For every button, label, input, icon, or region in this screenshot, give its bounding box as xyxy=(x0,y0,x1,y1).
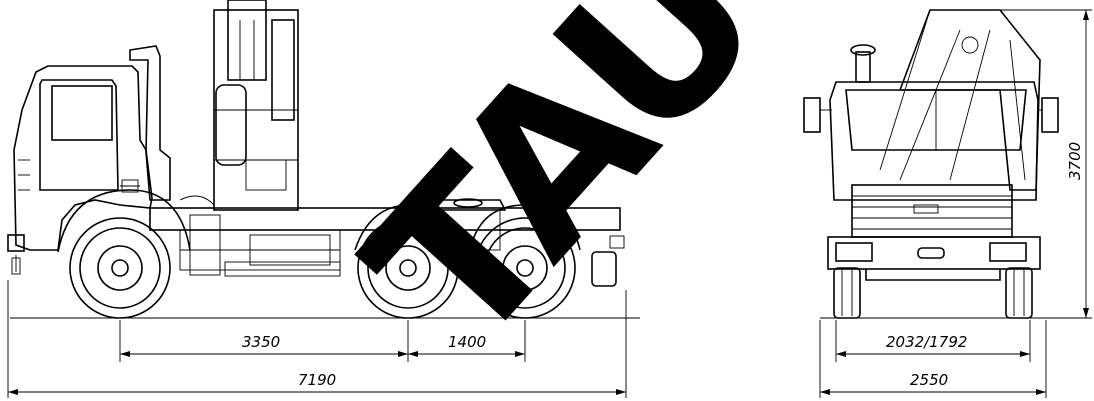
front-dimensions: 2032/1792 2550 3700 xyxy=(819,9,1092,398)
rear-light xyxy=(591,251,617,287)
rear-tire-1-inner xyxy=(367,227,449,309)
crane-pivot xyxy=(961,36,979,54)
dim-label-track: 2032/1792 xyxy=(886,333,967,351)
right-headlight xyxy=(989,242,1027,262)
crane-hose xyxy=(899,29,961,181)
cab-handle xyxy=(121,179,139,193)
rear-connector xyxy=(609,235,625,249)
fifth-wheel-center xyxy=(453,198,483,208)
crane-hose xyxy=(949,29,991,181)
rear-tire-2-inner xyxy=(484,227,566,309)
right-front-tire xyxy=(1005,267,1033,319)
rear-wheel-arch-1 xyxy=(354,204,463,251)
dim-label-overall-length: 7190 xyxy=(298,371,336,389)
front-hub xyxy=(111,259,129,277)
tow-point xyxy=(917,247,945,259)
rear-tire-2 xyxy=(474,217,576,319)
rear-wheel-arch-2 xyxy=(469,204,581,251)
rear-rim-1 xyxy=(385,245,431,291)
crane-cylinder xyxy=(215,84,247,166)
dim-label-overall-height: 3700 xyxy=(1066,142,1084,180)
front-wheel xyxy=(69,217,171,319)
dim-label-wheelbase-rear: 1400 xyxy=(448,333,486,351)
front-view-truck xyxy=(803,9,1059,319)
front-exhaust-cap xyxy=(850,44,876,56)
rear-wheel-2 xyxy=(474,217,576,319)
crane-boom xyxy=(227,0,267,81)
front-axle xyxy=(865,269,1001,281)
rear-rim-2 xyxy=(502,245,548,291)
front-windshield xyxy=(845,89,1027,151)
crane-arm xyxy=(271,19,295,121)
rear-wheel-1 xyxy=(357,217,459,319)
left-headlight xyxy=(835,242,873,262)
cab-window xyxy=(51,85,113,141)
dim-label-overall-width: 2550 xyxy=(910,371,948,389)
front-cab xyxy=(829,81,1039,201)
front-bumper xyxy=(7,234,25,252)
left-mirror xyxy=(803,97,821,133)
left-front-tire xyxy=(833,267,861,319)
front-rim xyxy=(97,245,143,291)
crane-controls xyxy=(245,159,287,191)
crane xyxy=(179,0,299,276)
chassis-frame xyxy=(149,207,621,231)
front-tire-inner xyxy=(79,227,161,309)
front-wheel-arch xyxy=(57,189,191,253)
crane-hose xyxy=(179,195,215,206)
right-mirror xyxy=(1041,97,1059,133)
mud-flap xyxy=(11,257,21,275)
badge xyxy=(913,204,939,214)
rear-hub-2 xyxy=(516,259,534,277)
crane-outrigger xyxy=(189,214,221,276)
air-intake-stack xyxy=(129,45,171,201)
front-bumper xyxy=(827,236,1041,270)
front-tire xyxy=(69,217,171,319)
front-exhaust xyxy=(855,51,871,83)
side-step xyxy=(224,261,341,277)
side-view-truck xyxy=(7,0,640,319)
rear-tire-1 xyxy=(357,217,459,319)
dim-label-wheelbase-front: 3350 xyxy=(242,333,280,351)
side-dimensions: 3350 1400 7190 xyxy=(7,280,627,398)
crane-hose xyxy=(1009,39,1026,181)
rear-hub-1 xyxy=(399,259,417,277)
cab-outline xyxy=(13,65,153,251)
